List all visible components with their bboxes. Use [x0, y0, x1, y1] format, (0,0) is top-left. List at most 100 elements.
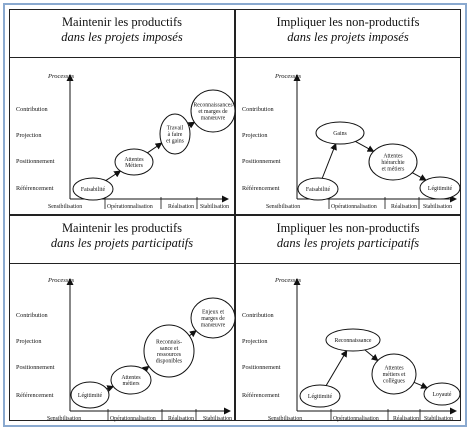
- panel-title: Impliquer les non-productifs: [276, 15, 420, 29]
- flow-arrow: [355, 140, 375, 152]
- node-label: sance et: [160, 346, 179, 352]
- panel-title: Impliquer les non-productifs: [276, 221, 420, 235]
- flow-arrow: [321, 142, 337, 179]
- y-axis-label: Positionnement: [16, 158, 55, 165]
- node-label: disponibles: [156, 359, 183, 365]
- x-axis-label: Opérationnalisation: [110, 416, 156, 422]
- node-label: Légitimité: [78, 393, 103, 399]
- node-label: Gains: [333, 131, 347, 137]
- axis-title: Processus: [47, 73, 75, 80]
- node-label: et gains: [166, 138, 185, 144]
- panel-header: Impliquer les non-productifs dans les pr…: [236, 216, 460, 264]
- process-node: Légitimité: [70, 381, 110, 409]
- node-label: manœuvre: [201, 115, 226, 121]
- figure-frame: Maintenir les productifs dans les projet…: [3, 3, 467, 427]
- panel-impliquer-participatifs: Impliquer les non-productifs dans les pr…: [235, 215, 461, 422]
- node-label: manœuvre: [201, 322, 226, 328]
- x-axis-label: Réalisation: [393, 416, 419, 422]
- panel-header: Maintenir les productifs dans les projet…: [10, 10, 234, 58]
- y-axis-label: Contribution: [242, 106, 274, 113]
- node-ellipse: [299, 384, 341, 408]
- node-ellipse: [371, 353, 417, 395]
- node-ellipse: [315, 121, 365, 145]
- axis-title: Processus: [47, 277, 75, 284]
- x-axis-label: Stabilisation: [423, 204, 452, 210]
- flow-arrow: [325, 349, 348, 386]
- panel-maintenir-imposes: Maintenir les productifs dans les projet…: [9, 9, 236, 215]
- node-label: marges de: [201, 316, 225, 322]
- x-axis-label: Opérationnalisation: [331, 204, 377, 210]
- flow-arrow: [364, 349, 379, 362]
- node-label: et métiers: [382, 166, 405, 172]
- diagram-grid: Maintenir les productifs dans les projet…: [9, 9, 461, 422]
- node-label: et marges de: [198, 109, 228, 115]
- node-ellipse: [325, 328, 381, 352]
- y-axis-label: Projection: [242, 132, 267, 139]
- node-label: Travail: [167, 126, 184, 132]
- axis-title: Processus: [274, 73, 302, 80]
- x-axis-label: Sensibilisation: [268, 416, 302, 422]
- process-node: Loyauté: [423, 382, 461, 406]
- x-axis-label: Réalisation: [391, 204, 417, 210]
- y-axis-label: Positionnement: [242, 364, 281, 371]
- panel-subtitle: dans les projets participatifs: [276, 236, 420, 250]
- node-ellipse: [423, 382, 461, 406]
- x-axis-label: Sensibilisation: [266, 204, 300, 210]
- flow-arrow: [413, 381, 429, 389]
- node-label: Reconnaissance: [334, 338, 371, 344]
- y-axis-label: Référencement: [16, 392, 54, 399]
- x-axis-label: Stabilisation: [200, 204, 229, 210]
- process-node: Reconnaissance: [325, 328, 381, 352]
- y-axis-label: Référencement: [242, 392, 280, 399]
- y-axis-label: Positionnement: [16, 364, 55, 371]
- node-label: Attentes: [121, 375, 141, 381]
- y-axis-label: Projection: [242, 338, 267, 345]
- node-label: collègues: [383, 378, 406, 384]
- y-axis-label: Contribution: [16, 312, 48, 319]
- flow-arrow: [188, 330, 197, 338]
- panel-title: Maintenir les productifs: [61, 221, 183, 235]
- flow-arrow: [187, 121, 196, 129]
- process-diagram: ProcessusContributionProjectionPositionn…: [242, 73, 461, 210]
- node-label: Légitimité: [308, 394, 333, 400]
- x-axis-label: Opérationnalisation: [107, 204, 153, 210]
- y-axis-label: Projection: [16, 338, 41, 345]
- panel-header: Maintenir les productifs dans les projet…: [10, 216, 234, 264]
- process-node: Légitimité: [299, 384, 341, 408]
- process-node: Gains: [315, 121, 365, 145]
- flow-arrow: [147, 142, 163, 154]
- node-label: métiers: [122, 381, 140, 387]
- node-label: Reconnaissances: [193, 103, 233, 109]
- node-ellipse: [143, 324, 195, 378]
- panel-subtitle: dans les projets participatifs: [50, 236, 194, 250]
- y-axis-label: Contribution: [16, 106, 48, 113]
- node-label: Enjeux et: [202, 310, 224, 316]
- process-node: Faisabilité: [72, 177, 114, 201]
- node-label: Attentes: [124, 157, 144, 163]
- axis-title: Processus: [274, 277, 302, 284]
- x-axis-label: Réalisation: [168, 204, 194, 210]
- x-axis-label: Stabilisation: [424, 416, 453, 422]
- x-axis-label: Sensibilisation: [48, 204, 82, 210]
- node-label: Métiers: [125, 163, 143, 169]
- node-label: ressources: [157, 352, 182, 358]
- node-label: Attentes: [383, 154, 403, 160]
- node-ellipse: [159, 113, 191, 155]
- node-label: Attentes: [384, 366, 404, 372]
- node-ellipse: [72, 177, 114, 201]
- node-label: Faisabilité: [306, 187, 331, 193]
- y-axis-label: Positionnement: [242, 158, 281, 165]
- node-ellipse: [110, 365, 152, 395]
- node-label: Faisabilité: [81, 187, 106, 193]
- flow-arrow: [412, 172, 427, 181]
- panel-maintenir-participatifs: Maintenir les productifs dans les projet…: [9, 215, 236, 422]
- process-node: Légitimité: [419, 176, 461, 200]
- node-label: Légitimité: [428, 186, 453, 192]
- x-axis-label: Réalisation: [168, 416, 194, 422]
